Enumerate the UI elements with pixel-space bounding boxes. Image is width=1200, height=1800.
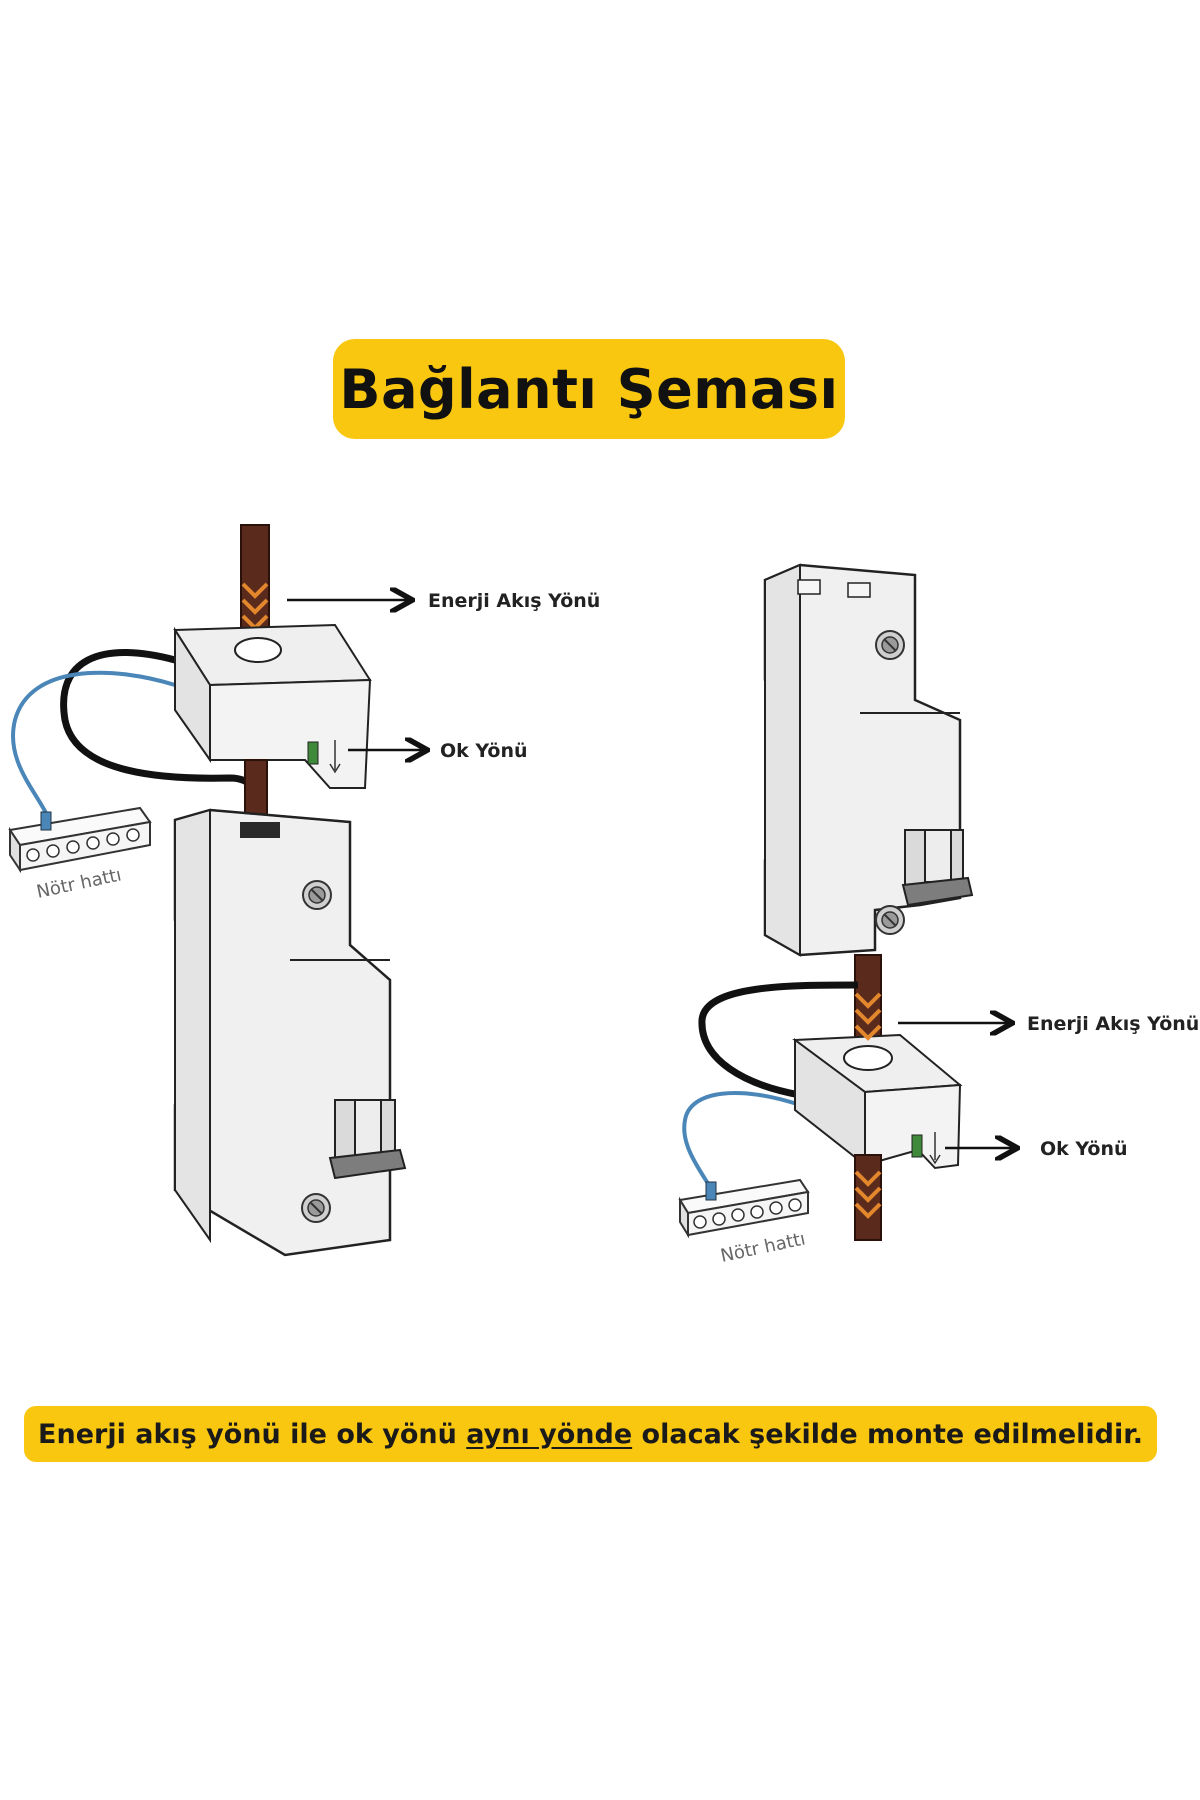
left-energy-flow-label: Enerji Akış Yönü (428, 590, 600, 612)
right-assembly: Nötr hattı Enerji Akış Yönü Ok Yönü (678, 563, 1199, 1267)
right-neutral-label: Nötr hattı (719, 1228, 808, 1266)
left-ok-direction-label: Ok Yönü (440, 740, 528, 762)
left-circuit-breaker (173, 808, 407, 1257)
left-assembly: Nötr hattı Enerji Akış Yönü Ok Yönü (8, 524, 600, 1257)
right-blue-wire (682, 1091, 801, 1192)
left-blue-wire (11, 670, 176, 816)
installation-note-text: Enerji akış yönü ile ok yönü aynı yönde … (38, 1419, 1143, 1450)
page-title: Bağlantı Şeması (339, 357, 839, 421)
left-neutral-label: Nötr hattı (35, 864, 124, 902)
installation-note: Enerji akış yönü ile ok yönü aynı yönde … (24, 1406, 1157, 1462)
note-text-before: Enerji akış yönü ile ok yönü (38, 1418, 467, 1450)
right-ok-direction-label: Ok Yönü (1040, 1138, 1128, 1160)
right-circuit-breaker (763, 563, 974, 957)
note-text-underlined: aynı yönde (466, 1418, 633, 1450)
title-badge: Bağlantı Şeması (333, 339, 845, 439)
right-current-sensor (792, 1033, 963, 1170)
right-neutral-bar (678, 1178, 810, 1239)
right-energy-flow-label: Enerji Akış Yönü (1027, 1013, 1199, 1035)
left-current-sensor (173, 623, 372, 789)
right-black-wire (698, 981, 859, 1099)
right-green-indicator (911, 1134, 923, 1158)
left-neutral-bar (8, 806, 152, 874)
left-green-indicator (307, 741, 319, 765)
note-text-after: olacak şekilde monte edilmelidir. (632, 1418, 1143, 1450)
